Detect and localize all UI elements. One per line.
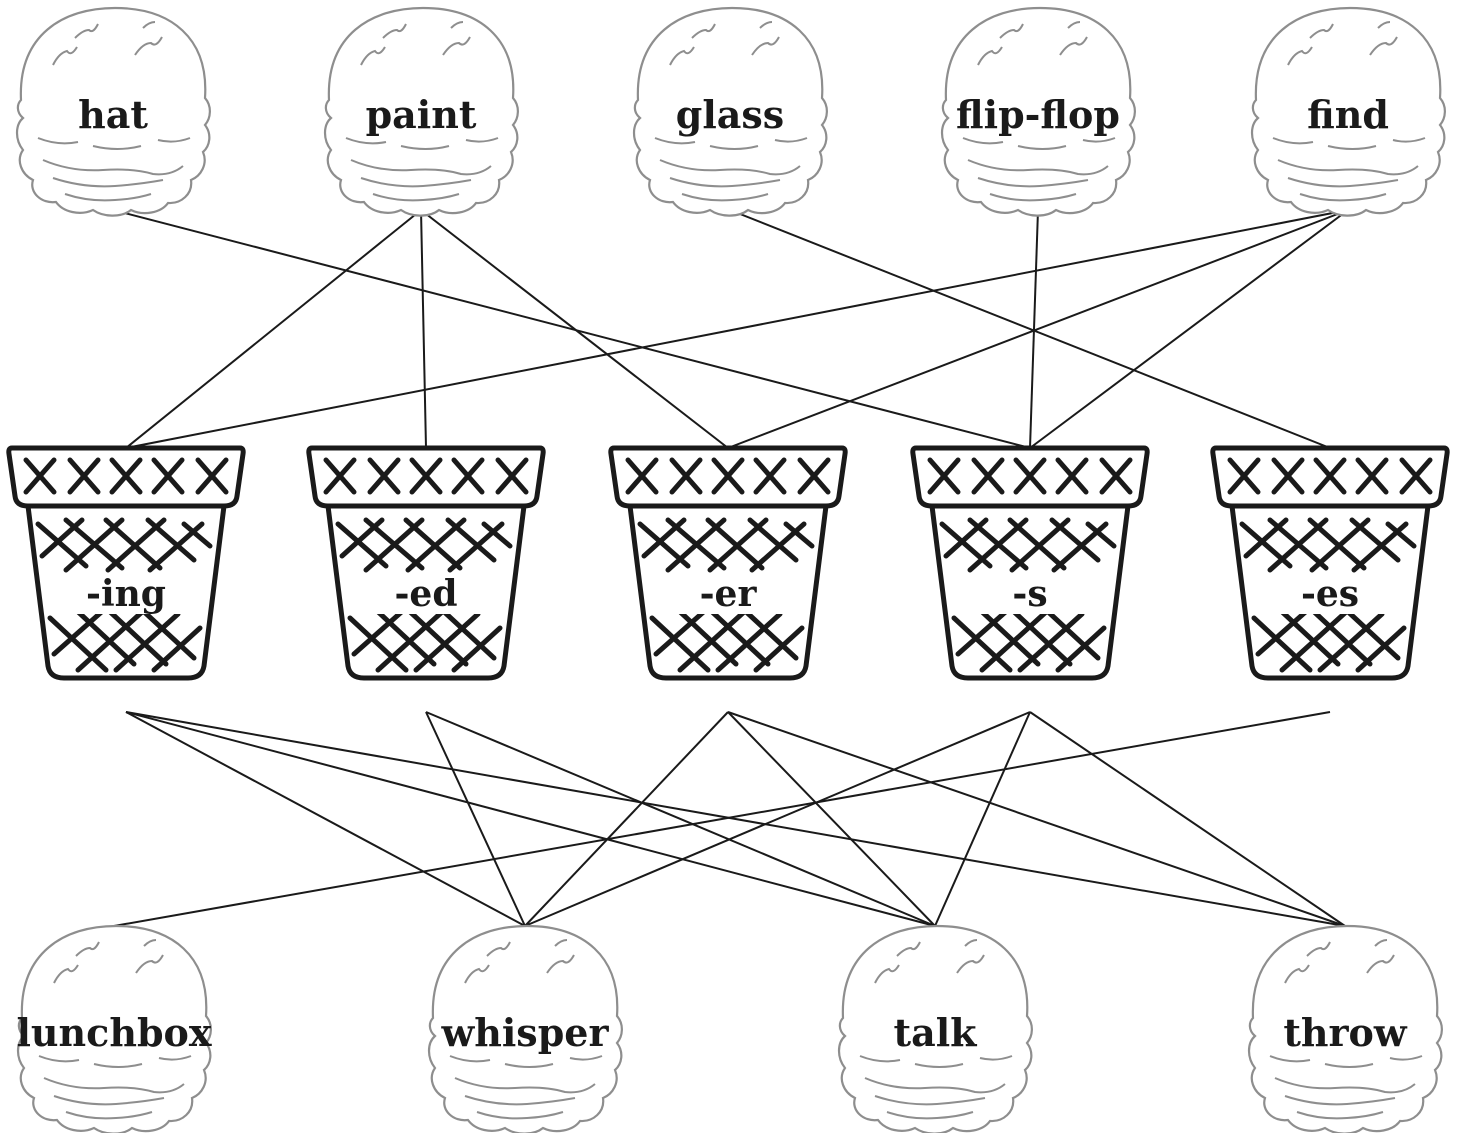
- link-hat-s: [112, 209, 1031, 449]
- link-whisper-er: [524, 711, 729, 927]
- link-paint-ed: [420, 209, 427, 449]
- cone-s[interactable]: -s: [913, 448, 1147, 678]
- link-glass-es: [729, 209, 1331, 449]
- scoop-find[interactable]: find: [1250, 6, 1446, 217]
- link-whisper-ing: [125, 711, 526, 927]
- nodes: hat paint glass flip-flop find -ing -ed -er -s -e…: [9, 6, 1447, 1133]
- link-throw-s: [1029, 711, 1346, 927]
- link-find-er: [727, 209, 1349, 449]
- ice-cream-cone-icon: [913, 448, 1147, 678]
- scoop-label: paint: [366, 92, 477, 137]
- link-whisper-ed: [425, 711, 526, 927]
- cone-ed[interactable]: -ed: [309, 448, 543, 678]
- suffix-label: -ed: [394, 573, 457, 615]
- link-find-ing: [125, 209, 1349, 449]
- suffix-label: -ing: [86, 573, 166, 615]
- scoop-label: flip-flop: [956, 92, 1120, 137]
- scoop-label: lunchbox: [16, 1010, 211, 1055]
- scoop-label: hat: [78, 92, 148, 137]
- ice-cream-cone-icon: [9, 448, 243, 678]
- link-find-s: [1029, 209, 1349, 449]
- suffix-label: -s: [1012, 573, 1047, 615]
- cone-ing[interactable]: -ing: [9, 448, 243, 678]
- connector-lines: [112, 209, 1349, 927]
- cone-er[interactable]: -er: [611, 448, 845, 678]
- scoop-paint[interactable]: paint: [323, 6, 519, 217]
- scoop-label: throw: [1283, 1010, 1408, 1055]
- scoop-throw[interactable]: throw: [1247, 924, 1443, 1133]
- suffix-label: -er: [700, 573, 758, 615]
- scoop-whisper[interactable]: whisper: [427, 924, 623, 1133]
- scoop-flip-flop[interactable]: flip-flop: [940, 6, 1136, 217]
- link-throw-ing: [125, 711, 1346, 927]
- ice-cream-cone-icon: [1213, 448, 1447, 678]
- link-paint-er: [420, 209, 729, 449]
- scoop-label: glass: [676, 92, 784, 137]
- link-talk-s: [934, 711, 1031, 927]
- link-talk-ed: [425, 711, 936, 927]
- link-talk-er: [727, 711, 936, 927]
- scoop-lunchbox[interactable]: lunchbox: [16, 924, 212, 1133]
- link-whisper-s: [524, 711, 1031, 927]
- scoop-label: whisper: [441, 1010, 610, 1055]
- ice-cream-cone-icon: [611, 448, 845, 678]
- scoop-talk[interactable]: talk: [837, 924, 1033, 1133]
- scoop-hat[interactable]: hat: [15, 6, 211, 217]
- link-throw-er: [727, 711, 1346, 927]
- scoop-glass[interactable]: glass: [632, 6, 828, 217]
- scoop-label: find: [1307, 92, 1389, 137]
- link-lunchbox-es: [113, 711, 1331, 927]
- link-paint-ing: [125, 209, 422, 449]
- suffix-label: -es: [1301, 573, 1359, 615]
- link-flip-flop-s: [1029, 209, 1039, 449]
- link-talk-ing: [125, 711, 936, 927]
- scoop-label: talk: [894, 1010, 978, 1055]
- cone-es[interactable]: -es: [1213, 448, 1447, 678]
- ice-cream-cone-icon: [309, 448, 543, 678]
